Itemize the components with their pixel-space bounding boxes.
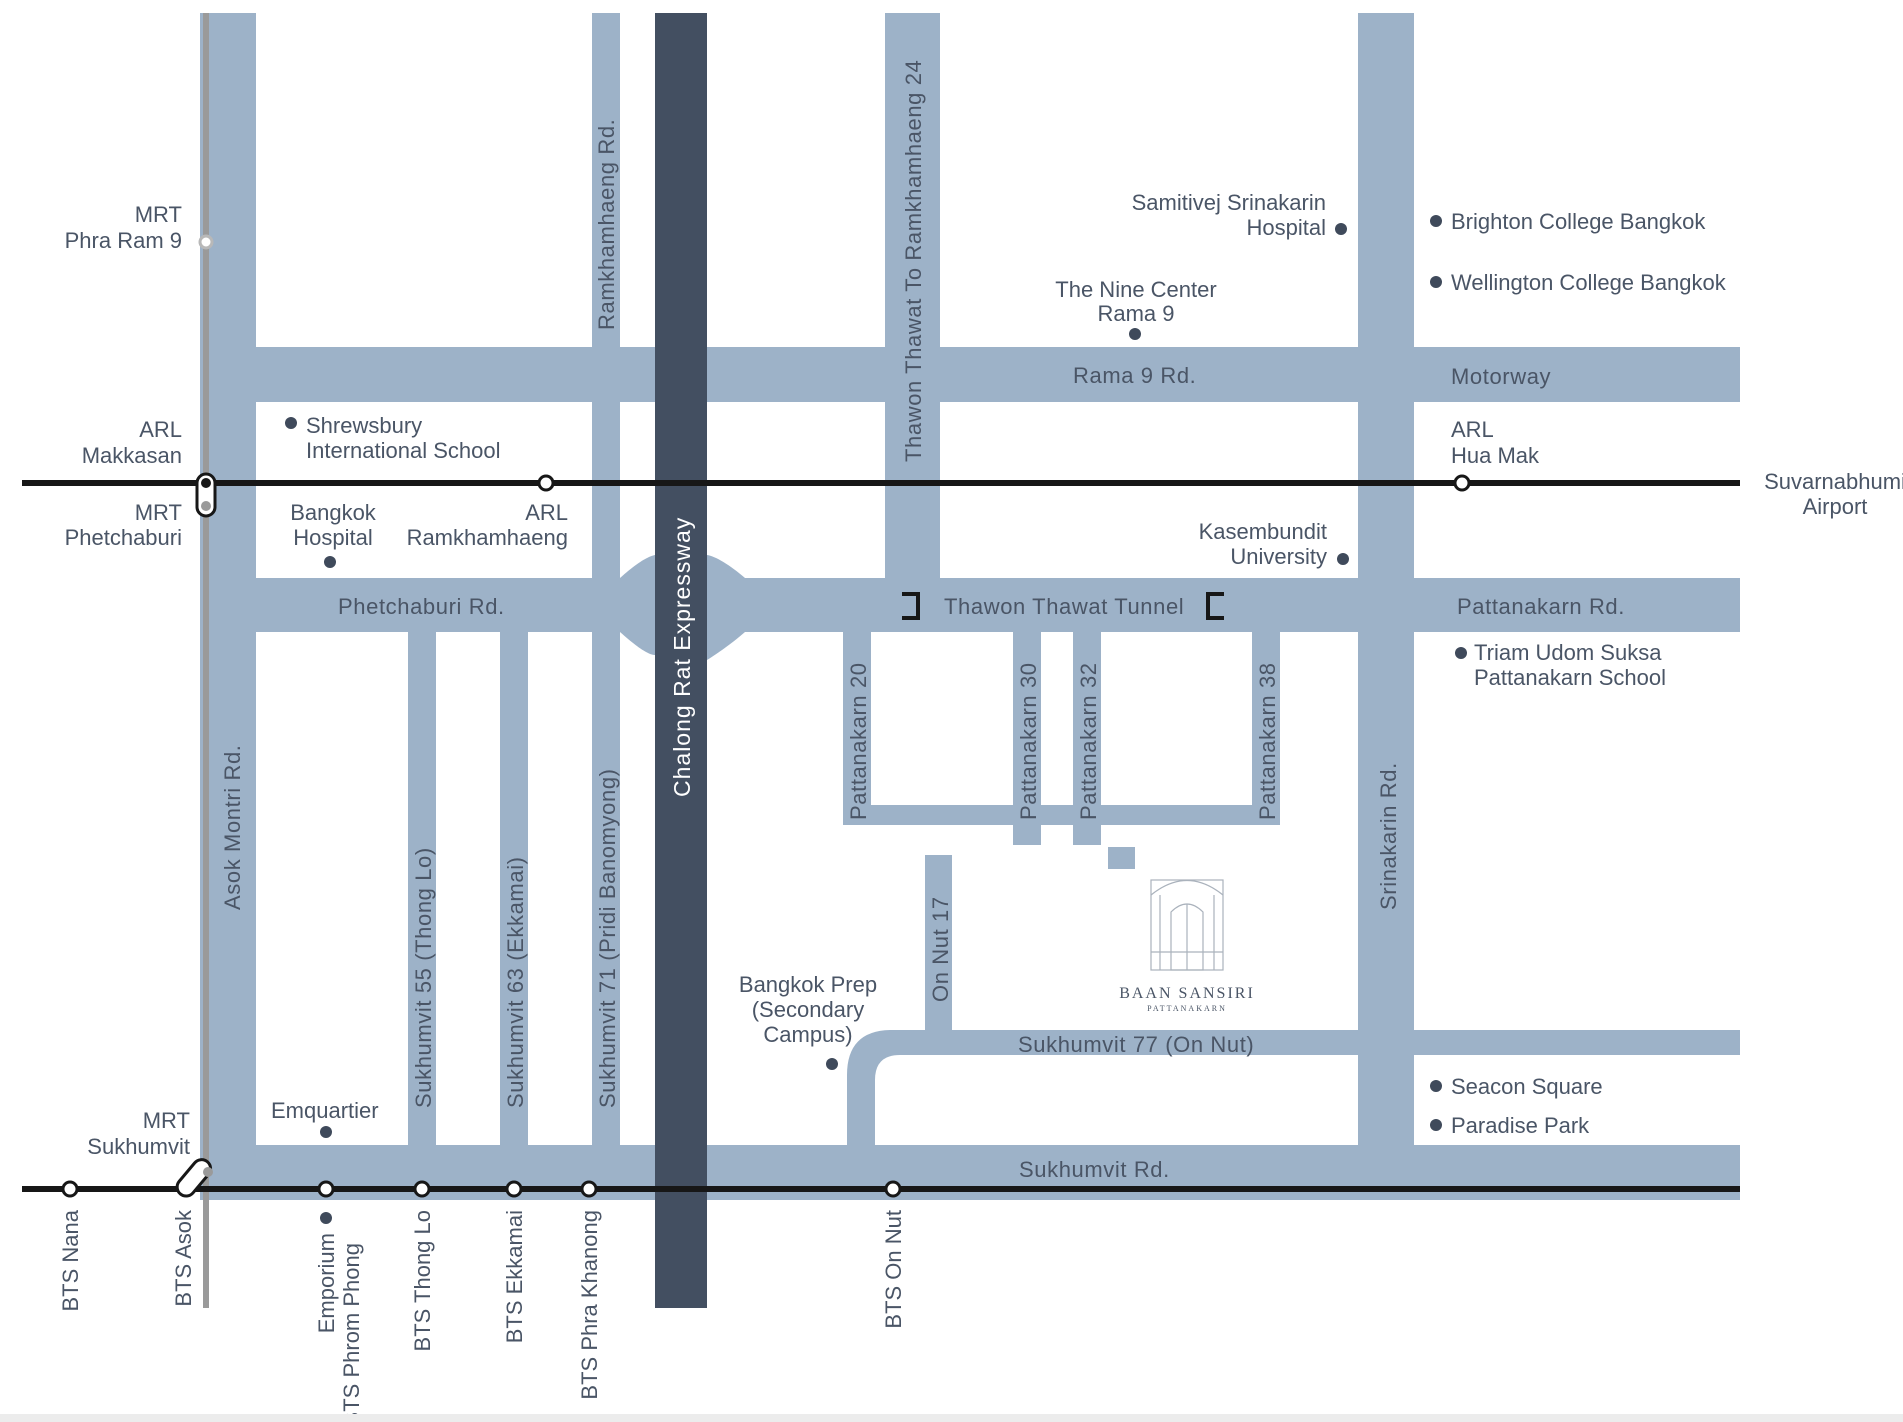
emporium-poi-icon <box>320 1212 332 1224</box>
mrt-sukhumvit-marker <box>203 1167 213 1177</box>
pattanakarn-connector <box>843 805 1280 825</box>
pattanakarn-38-road <box>1252 630 1280 825</box>
bts-thong-lo-marker <box>413 1180 431 1198</box>
srinakarin-label: Srinakarin Rd. <box>1376 762 1401 910</box>
pattanakarn30-label: Pattanakarn 30 <box>1016 662 1041 820</box>
brighton-poi-icon <box>1430 215 1442 227</box>
mrt-phetchaburi-marker <box>201 501 211 511</box>
bts-nana-marker <box>61 1180 79 1198</box>
bts-on-nut-label: BTS On Nut <box>881 1210 906 1329</box>
shrewsbury-poi-icon <box>285 417 297 429</box>
interchange-ramp-right <box>707 555 745 578</box>
arl-makkasan-marker <box>201 478 211 488</box>
project-name: BAAN SANSIRI <box>1119 985 1255 1002</box>
sukhumvit55-label: Sukhumvit 55 (Thong Lo) <box>411 847 436 1108</box>
phetchaburi-label: Phetchaburi Rd. <box>338 594 505 619</box>
tunnel-entrance-left-icon <box>902 592 920 620</box>
bts-thong-lo-label: BTS Thong Lo <box>410 1210 435 1351</box>
sukhumvit-63-road <box>500 630 528 1145</box>
chalong-rat-label: Chalong Rat Expressway <box>669 517 695 797</box>
pattanakarn20-label: Pattanakarn 20 <box>846 662 871 820</box>
sukhumvit63-label: Sukhumvit 63 (Ekkamai) <box>503 856 528 1108</box>
ramkhamhaeng-label: Ramkhamhaeng Rd. <box>594 119 619 330</box>
rama-9-road <box>256 347 1740 402</box>
sukhumvit-77-curve <box>847 1030 1740 1145</box>
mrt-phra-ram9-marker <box>198 234 214 250</box>
wellington-label: Wellington College Bangkok <box>1451 270 1727 295</box>
brighton-label: Brighton College Bangkok <box>1451 209 1706 234</box>
arl-ramkhamhaeng-marker <box>537 474 555 492</box>
bangkok-hospital-poi-icon <box>324 556 336 568</box>
project-access-road <box>1108 847 1135 869</box>
bts-ekkamai-label: BTS Ekkamai <box>502 1210 527 1343</box>
pattanakarn-20-road <box>843 630 871 825</box>
pattanakarn32-label: Pattanakarn 32 <box>1076 662 1101 820</box>
bottom-edge-strip <box>0 1414 1903 1422</box>
bangkok-prep-poi-icon <box>826 1058 838 1070</box>
chalong-rat-expressway <box>655 13 707 1308</box>
bts-nana-label: BTS Nana <box>58 1209 83 1311</box>
thawon-thawat-label: Thawon Thawat To Ramkhamhaeng 24 <box>901 60 926 462</box>
seacon-poi-icon <box>1430 1080 1442 1092</box>
sukhumvit-rd-label: Sukhumvit Rd. <box>1019 1157 1170 1182</box>
paradise-poi-icon <box>1430 1119 1442 1131</box>
bts-asok-label: BTS Asok <box>171 1209 196 1307</box>
rama9-label: Rama 9 Rd. <box>1073 363 1196 388</box>
sukhumvit77-label: Sukhumvit 77 (On Nut) <box>1018 1032 1254 1057</box>
project-sub: PATTANAKARN <box>1147 1004 1227 1013</box>
bts-phra-khanong-label: BTS Phra Khanong <box>577 1210 602 1400</box>
asok-montri-label: Asok Montri Rd. <box>220 745 245 911</box>
emquartier-poi-icon <box>320 1126 332 1138</box>
bts-asok-interchange-marker <box>175 1158 213 1198</box>
on-nut-17-label: On Nut 17 <box>928 896 953 1002</box>
interchange-ramp-left-lower <box>620 632 655 655</box>
wellington-poi-icon <box>1430 276 1442 288</box>
on-nut-17-road <box>925 855 952 1055</box>
bts-phrom-phong-label: EmporiumBTS Phrom Phong <box>314 1233 364 1422</box>
tunnel-entrance-right-icon <box>1206 592 1224 620</box>
asok-montri-road <box>200 13 256 1198</box>
sukhumvit71-label: Sukhumvit 71 (Pridi Banomyong) <box>595 768 620 1108</box>
tunnel-label: Thawon Thawat Tunnel <box>944 594 1184 619</box>
pattanakarn38-label: Pattanakarn 38 <box>1255 662 1280 820</box>
bts-on-nut-marker <box>884 1180 902 1198</box>
seacon-label: Seacon Square <box>1451 1074 1603 1099</box>
nine-center-poi-icon <box>1129 328 1141 340</box>
arl-hua-mak-marker <box>1453 474 1471 492</box>
pattanakarn-rd-label: Pattanakarn Rd. <box>1457 594 1625 619</box>
samitivej-poi-icon <box>1335 223 1347 235</box>
kasembundit-poi-icon <box>1337 553 1349 565</box>
phetchaburi-road <box>256 578 1740 632</box>
sukhumvit-55-road <box>408 630 436 1145</box>
bts-phra-khanong-marker <box>580 1180 598 1198</box>
bts-phrom-phong-marker <box>317 1180 335 1198</box>
triam-udom-poi-icon <box>1455 647 1467 659</box>
emquartier-label: Emquartier <box>271 1098 379 1123</box>
bts-ekkamai-marker <box>505 1180 523 1198</box>
paradise-label: Paradise Park <box>1451 1113 1590 1138</box>
interchange-ramp-right-lower <box>707 632 745 660</box>
baan-sansiri-logo-icon <box>1150 879 1224 971</box>
motorway-label: Motorway <box>1451 364 1551 389</box>
interchange-ramp-left <box>620 555 655 579</box>
